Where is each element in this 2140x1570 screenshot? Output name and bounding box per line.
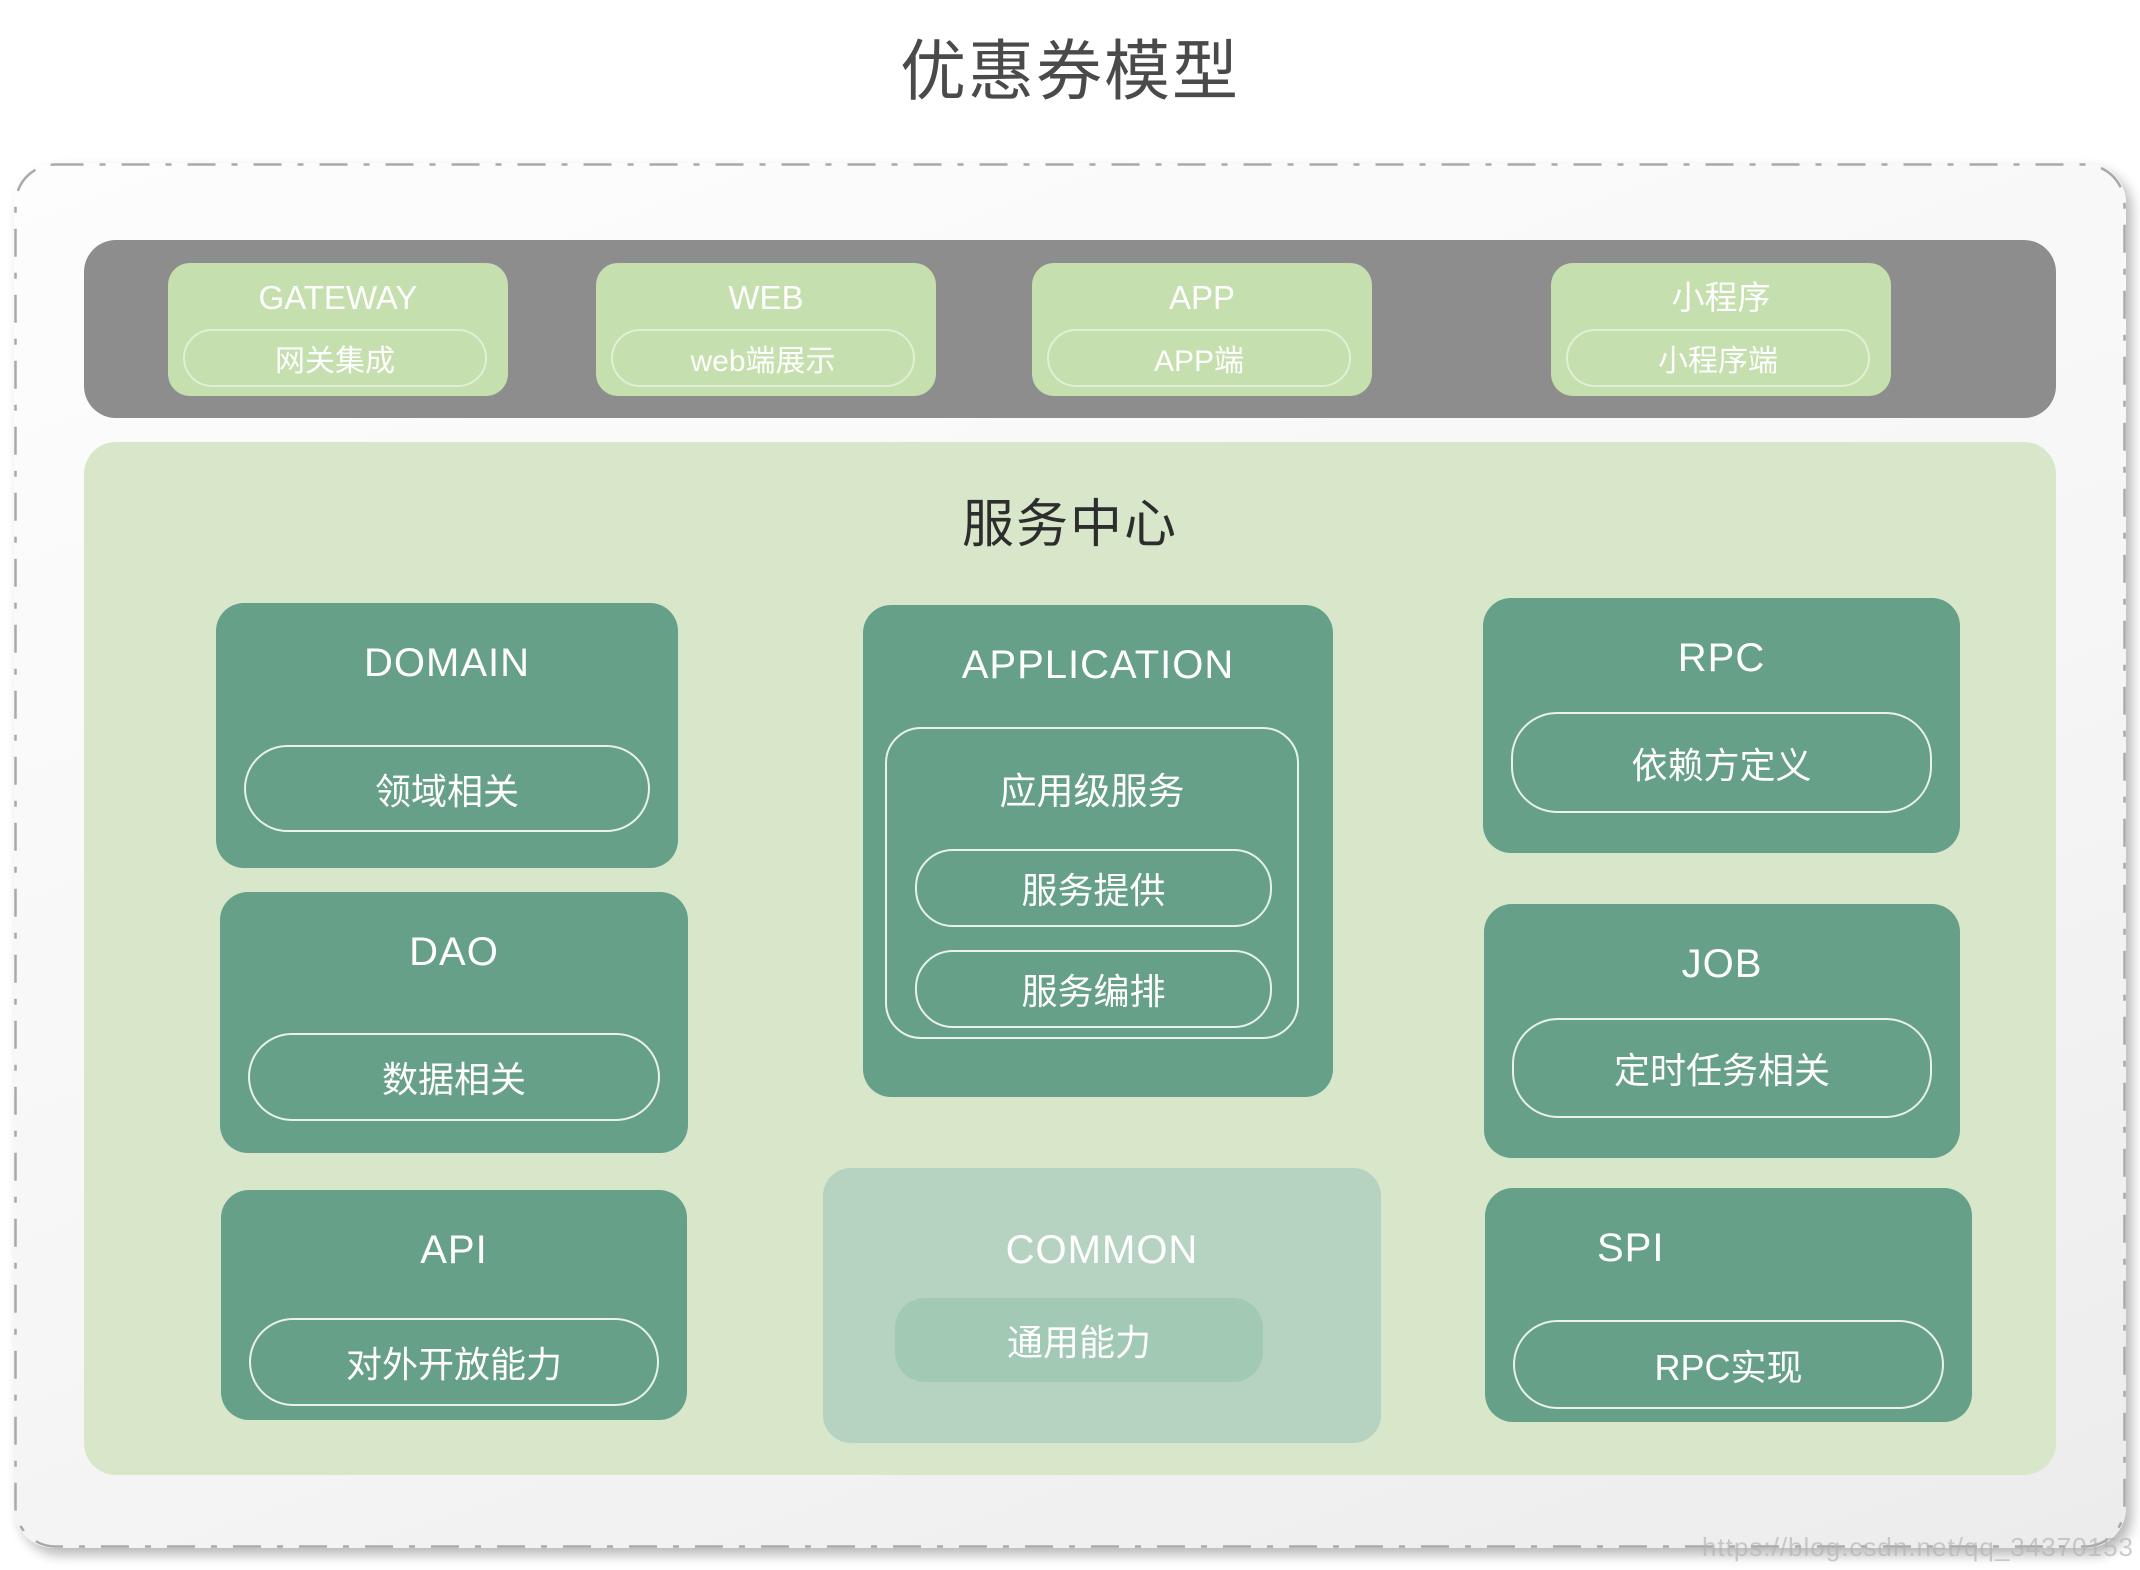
module-title: API <box>420 1228 488 1272</box>
watermark: https://blog.csdn.net/qq_34370153 <box>1702 1532 2134 1562</box>
client-box-title: APP <box>1168 279 1236 316</box>
module-subtitle-text: 数据相关 <box>381 1059 526 1100</box>
application-child-service: 服务提供 <box>915 849 1272 927</box>
module-subtitle-text: 通用能力 <box>1006 1322 1151 1363</box>
module-box-dao: DAO 数据相关 <box>220 892 688 1153</box>
module-subtitle: 依赖方定义 <box>1511 712 1932 813</box>
client-box-app: APP APP端 <box>1032 263 1372 396</box>
application-service-group: 应用级服务 服务提供 服务编排 <box>885 727 1299 1039</box>
module-subtitle: 通用能力 <box>895 1298 1263 1382</box>
module-box-application: APPLICATION 应用级服务 服务提供 服务编排 <box>863 605 1333 1097</box>
diagram-container: GATEWAY 网关集成 WEB web端展示 APP APP端 小程序 <box>14 163 2126 1548</box>
dashed-border <box>14 163 2126 1548</box>
module-subtitle: 领域相关 <box>244 745 650 832</box>
module-subtitle-text: RPC实现 <box>1654 1346 1803 1388</box>
application-child-text: 服务提供 <box>1021 870 1166 911</box>
client-box-subtitle-text: web端展示 <box>690 345 836 378</box>
application-child-text: 服务编排 <box>1021 971 1166 1012</box>
application-group-title: 应用级服务 <box>999 771 1185 812</box>
application-child-service: 服务编排 <box>915 950 1272 1028</box>
client-box-title: WEB <box>728 279 804 316</box>
module-subtitle-text: 领域相关 <box>374 770 519 812</box>
module-title: DAO <box>409 930 499 974</box>
module-box-job: JOB 定时任务相关 <box>1484 904 1960 1158</box>
client-box-subtitle-text: 网关集成 <box>275 345 395 378</box>
module-title: COMMON <box>1005 1228 1199 1272</box>
client-box-title: GATEWAY <box>258 279 418 316</box>
client-box-subtitle-text: 小程序端 <box>1658 345 1778 378</box>
page-title: 优惠券模型 <box>900 34 1240 108</box>
client-layer-bar: GATEWAY 网关集成 WEB web端展示 APP APP端 小程序 <box>84 240 2056 418</box>
module-box-api: API 对外开放能力 <box>221 1190 687 1420</box>
client-box-subtitle: APP端 <box>1047 329 1351 387</box>
module-subtitle: 数据相关 <box>248 1033 660 1121</box>
client-box-gateway: GATEWAY 网关集成 <box>168 263 508 396</box>
client-box-subtitle: 小程序端 <box>1566 329 1870 387</box>
module-title: SPI <box>1597 1226 1665 1270</box>
module-subtitle: 定时任务相关 <box>1512 1018 1932 1118</box>
client-box-subtitle: 网关集成 <box>183 329 487 387</box>
module-title: APPLICATION <box>961 643 1235 687</box>
module-subtitle-text: 依赖方定义 <box>1631 744 1812 786</box>
module-box-common: COMMON 通用能力 <box>823 1168 1381 1443</box>
module-subtitle: 对外开放能力 <box>249 1318 659 1406</box>
client-box-miniprogram: 小程序 小程序端 <box>1551 263 1891 396</box>
module-title: JOB <box>1681 942 1763 986</box>
client-box-title: 小程序 <box>1671 279 1771 316</box>
module-subtitle-text: 定时任务相关 <box>1613 1050 1830 1091</box>
client-box-subtitle: web端展示 <box>611 329 915 387</box>
service-center-title: 服务中心 <box>961 496 1178 554</box>
module-subtitle-text: 对外开放能力 <box>345 1344 562 1385</box>
module-subtitle: RPC实现 <box>1513 1320 1944 1409</box>
module-title: DOMAIN <box>364 641 530 685</box>
module-box-spi: SPI RPC实现 <box>1485 1188 1972 1422</box>
client-box-web: WEB web端展示 <box>596 263 936 396</box>
module-box-rpc: RPC 依赖方定义 <box>1483 598 1960 853</box>
client-box-subtitle-text: APP端 <box>1153 345 1245 378</box>
module-box-domain: DOMAIN 领域相关 <box>216 603 678 868</box>
module-title: RPC <box>1677 636 1766 680</box>
service-center-panel: 服务中心 DOMAIN 领域相关 DAO 数据相关 API 对外开放能力 <box>84 442 2056 1475</box>
